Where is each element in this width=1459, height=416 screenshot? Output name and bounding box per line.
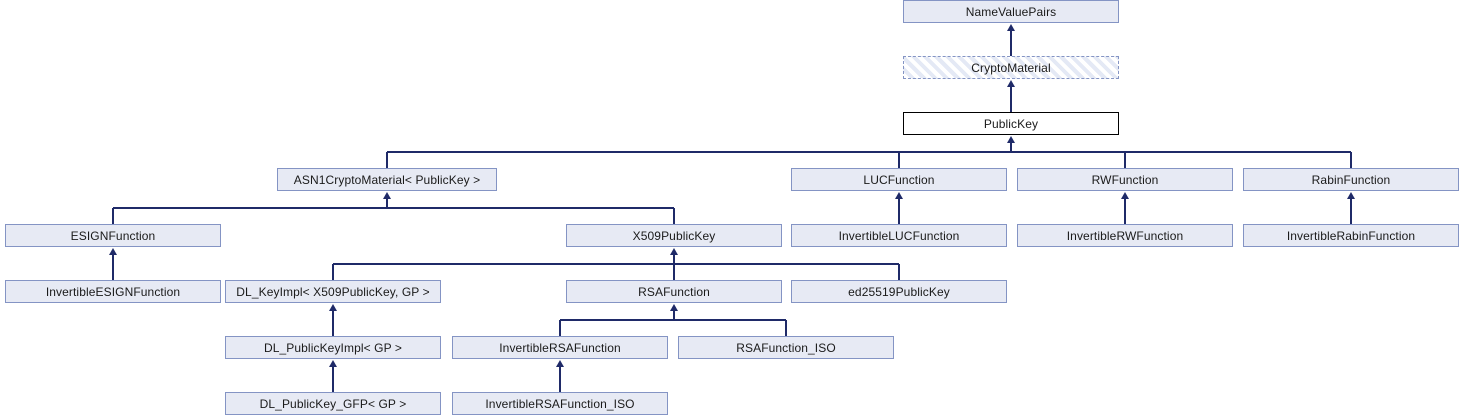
edge-segment-vertical xyxy=(559,366,561,376)
edge-segment-vertical xyxy=(673,254,675,264)
class-node-dl_keyimpl[interactable]: DL_KeyImpl< X509PublicKey, GP > xyxy=(225,280,441,303)
class-node-label: RSAFunction_ISO xyxy=(736,340,836,355)
edge-segment-vertical xyxy=(1010,96,1012,112)
inheritance-arrowhead-icon xyxy=(1007,136,1015,143)
class-node-label: InvertibleLUCFunction xyxy=(838,228,960,243)
edge-segment-vertical xyxy=(332,366,334,376)
edge-segment-vertical xyxy=(1124,198,1126,208)
edge-segment-vertical xyxy=(559,376,561,392)
edge-segment-vertical xyxy=(1124,208,1126,224)
inheritance-arrowhead-icon xyxy=(329,360,337,367)
class-node-dl_publickey_gfp[interactable]: DL_PublicKey_GFP< GP > xyxy=(225,392,441,415)
edge-segment-vertical xyxy=(1350,208,1352,224)
class-node-label: InvertibleRSAFunction xyxy=(499,340,621,355)
class-node-lucfunction[interactable]: LUCFunction xyxy=(791,168,1007,191)
class-node-label: RWFunction xyxy=(1091,172,1159,187)
class-node-asn1cryptomaterial[interactable]: ASN1CryptoMaterial< PublicKey > xyxy=(277,168,497,191)
inheritance-arrowhead-icon xyxy=(1007,80,1015,87)
inheritance-arrowhead-icon xyxy=(670,248,678,255)
edge-segment-vertical xyxy=(1010,142,1012,152)
edge-segment-vertical xyxy=(332,320,334,336)
edge-segment-vertical xyxy=(332,376,334,392)
edge-segment-vertical xyxy=(386,198,388,208)
class-node-label: ASN1CryptoMaterial< PublicKey > xyxy=(293,172,481,187)
edge-segment-vertical xyxy=(1010,86,1012,96)
class-node-label: X509PublicKey xyxy=(632,228,716,243)
class-node-rwfunction[interactable]: RWFunction xyxy=(1017,168,1233,191)
class-node-invertiblerabinfunction[interactable]: InvertibleRabinFunction xyxy=(1243,224,1459,247)
edge-segment-vertical xyxy=(112,254,114,264)
class-node-label: DL_KeyImpl< X509PublicKey, GP > xyxy=(236,284,430,299)
class-node-label: DL_PublicKeyImpl< GP > xyxy=(263,340,403,355)
class-node-label: InvertibleRSAFunction_ISO xyxy=(485,396,635,411)
edge-segment-vertical xyxy=(332,310,334,320)
class-node-label: LUCFunction xyxy=(863,172,935,187)
edge-segment-vertical xyxy=(1010,40,1012,56)
class-node-label: RSAFunction xyxy=(638,284,710,299)
class-node-invertiblelucfunction[interactable]: InvertibleLUCFunction xyxy=(791,224,1007,247)
inheritance-arrowhead-icon xyxy=(109,248,117,255)
edge-segment-vertical xyxy=(332,264,334,280)
class-node-esignfunction[interactable]: ESIGNFunction xyxy=(5,224,221,247)
edge-segment-vertical xyxy=(673,310,675,320)
edge-segment-vertical xyxy=(898,264,900,280)
edge-segment-vertical xyxy=(386,152,388,168)
class-node-invertibleesignfunction[interactable]: InvertibleESIGNFunction xyxy=(5,280,221,303)
class-node-invertiblersafunction[interactable]: InvertibleRSAFunction xyxy=(452,336,668,359)
class-node-rabinfunction[interactable]: RabinFunction xyxy=(1243,168,1459,191)
edge-segment-vertical xyxy=(112,208,114,224)
edge-bus-horizontal xyxy=(387,151,1351,153)
edge-bus-horizontal xyxy=(560,319,786,321)
class-node-label: ESIGNFunction xyxy=(70,228,156,243)
class-node-rsafunction_iso[interactable]: RSAFunction_ISO xyxy=(678,336,894,359)
class-node-invertiblerwfunction[interactable]: InvertibleRWFunction xyxy=(1017,224,1233,247)
class-node-invertiblersafunction_iso[interactable]: InvertibleRSAFunction_ISO xyxy=(452,392,668,415)
edge-segment-vertical xyxy=(898,152,900,168)
class-node-ed25519publickey[interactable]: ed25519PublicKey xyxy=(791,280,1007,303)
edge-bus-horizontal xyxy=(333,263,899,265)
edge-segment-vertical xyxy=(559,320,561,336)
edge-segment-vertical xyxy=(1350,152,1352,168)
class-node-label: InvertibleRabinFunction xyxy=(1286,228,1416,243)
inheritance-arrowhead-icon xyxy=(670,304,678,311)
edge-bus-horizontal xyxy=(113,207,674,209)
edge-segment-vertical xyxy=(898,198,900,208)
class-node-namevaluepairs[interactable]: NameValuePairs xyxy=(903,0,1119,23)
edge-segment-vertical xyxy=(785,320,787,336)
class-node-label: RabinFunction xyxy=(1311,172,1391,187)
class-node-label: CryptoMaterial xyxy=(971,60,1051,75)
inheritance-arrowhead-icon xyxy=(383,192,391,199)
inheritance-arrowhead-icon xyxy=(1007,24,1015,31)
edge-segment-vertical xyxy=(1124,152,1126,168)
class-node-label: DL_PublicKey_GFP< GP > xyxy=(259,396,407,411)
inheritance-arrowhead-icon xyxy=(895,192,903,199)
class-node-label: InvertibleESIGNFunction xyxy=(45,284,181,299)
inheritance-arrowhead-icon xyxy=(1347,192,1355,199)
edge-segment-vertical xyxy=(1350,198,1352,208)
inheritance-arrowhead-icon xyxy=(329,304,337,311)
class-node-label: PublicKey xyxy=(983,116,1039,131)
edge-segment-vertical xyxy=(673,264,675,280)
edge-segment-vertical xyxy=(1010,30,1012,40)
edge-segment-vertical xyxy=(112,264,114,280)
class-node-dl_publickeyimpl[interactable]: DL_PublicKeyImpl< GP > xyxy=(225,336,441,359)
inheritance-arrowhead-icon xyxy=(1121,192,1129,199)
edge-segment-vertical xyxy=(673,208,675,224)
edge-segment-vertical xyxy=(898,208,900,224)
class-node-label: InvertibleRWFunction xyxy=(1066,228,1184,243)
class-node-cryptomaterial[interactable]: CryptoMaterial xyxy=(903,56,1119,79)
class-node-label: ed25519PublicKey xyxy=(848,284,950,299)
class-node-rsafunction[interactable]: RSAFunction xyxy=(566,280,782,303)
class-node-publickey[interactable]: PublicKey xyxy=(903,112,1119,135)
class-node-label: NameValuePairs xyxy=(965,4,1057,19)
class-node-x509publickey[interactable]: X509PublicKey xyxy=(566,224,782,247)
inheritance-arrowhead-icon xyxy=(556,360,564,367)
